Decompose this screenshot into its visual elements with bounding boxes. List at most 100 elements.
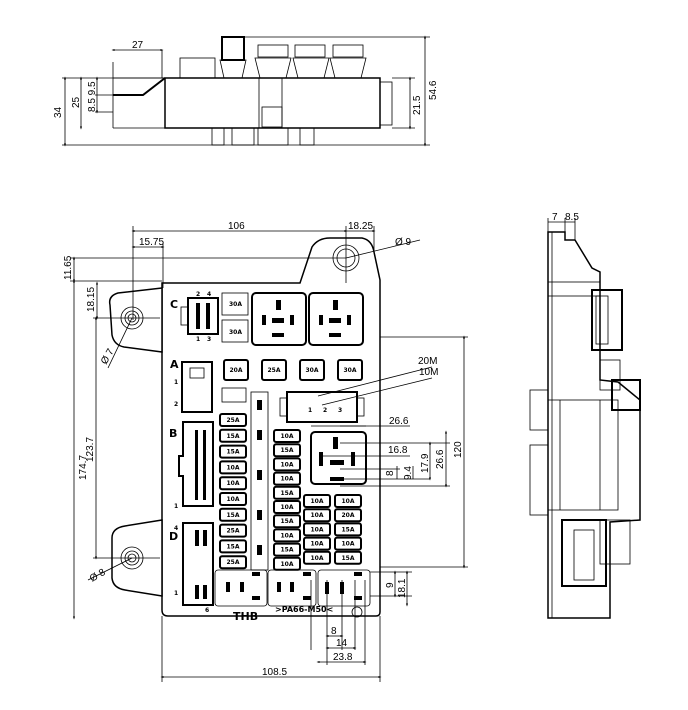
main-relay — [310, 431, 367, 485]
dim-8-5-side: 8.5 — [565, 212, 579, 223]
fuse-c2-r5: 15A — [273, 485, 301, 500]
dim-8-5-9-5: 8.5 9.5 — [87, 81, 98, 112]
fuse-c1-r7-body — [219, 507, 247, 522]
fuse-c2-r3-body — [273, 457, 301, 472]
top-body — [164, 77, 381, 129]
dim-18-15: 18.15 — [86, 287, 97, 312]
dim-25: 25 — [71, 96, 82, 108]
dim-18-1: 18.1 — [397, 578, 408, 598]
dim-10m: 10M — [419, 367, 438, 378]
pin-d6: 6 — [205, 607, 209, 614]
dim-phi-8: Ø 8 — [88, 567, 108, 585]
fuse-c4-r5: 15A — [334, 550, 362, 565]
dim-14: 14 — [336, 638, 348, 649]
fuse-relay-2-label: 30A — [229, 329, 242, 336]
fuse-top-2-label: 25A — [268, 367, 281, 374]
bottom-relay-2 — [267, 569, 317, 607]
fuse-c3-r1-body — [303, 494, 331, 508]
dim-9: 9 — [385, 582, 396, 588]
fuse-c1-r6-label: 10A — [227, 496, 240, 503]
fuse-c1-r10-body — [219, 555, 247, 570]
dim-phi-9: Ø 9 — [395, 237, 412, 248]
relay-1 — [251, 292, 307, 346]
fuse-c3-r5: 10A — [303, 550, 331, 565]
dim-26-6-h: 26.6 — [389, 416, 409, 427]
fuse-c1-r6: 10A — [219, 492, 247, 506]
connector-a — [181, 361, 213, 413]
top-view: 27 34 25 8.5 9.5 21.5 54.6 — [53, 35, 439, 147]
fuse-top-4-body — [337, 359, 363, 381]
fuse-c3-r2-body — [303, 508, 331, 523]
fuse-c3-r1: 10A — [303, 494, 331, 508]
fuse-c4-r4: 10A — [334, 536, 362, 551]
fuse-c1-r8-label: 25A — [227, 528, 240, 535]
fuse-top-3: 30A — [299, 359, 325, 381]
pin-r2: 2 — [323, 407, 327, 414]
fuse-c1-r10-label: 25A — [227, 559, 240, 566]
fuse-c4-r3: 15A — [334, 522, 362, 537]
fuse-c4-r4-body — [334, 536, 362, 551]
connector-b — [178, 421, 214, 507]
fuse-c2-r5-body — [273, 485, 301, 500]
fuse-top-1-label: 20A — [230, 367, 243, 374]
fuse-c2-r9: 15A — [273, 542, 301, 557]
fuse-top-3-body — [299, 359, 325, 381]
connector-c-label: C — [170, 298, 178, 311]
fuse-c2-r8-label: 10A — [281, 532, 294, 539]
fuse-c2-r2: 15A — [273, 443, 301, 458]
dim-20m: 20M — [418, 356, 437, 367]
fuse-top-4: 30A — [337, 359, 363, 381]
dim-8-relay: 8 — [385, 470, 396, 476]
fuse-c1-r9: 15A — [219, 539, 247, 554]
fuse-c1-r1-label: 25A — [227, 417, 240, 424]
fuse-c1-r4-label: 10A — [227, 464, 240, 471]
fuse-c3-r3-label: 10A — [311, 526, 324, 533]
fuse-c2-r7-body — [273, 514, 301, 529]
fuse-c3-r3: 10A — [303, 522, 331, 537]
side-view: 7 8.5 — [529, 212, 641, 619]
fuse-c1-r3: 15A — [219, 444, 247, 459]
pin-d1: 1 — [174, 590, 178, 597]
fuse-c1-r1-body — [219, 413, 247, 427]
fuse-c1-r2: 15A — [219, 428, 247, 443]
fuse-c3-r2: 10A — [303, 508, 331, 523]
fuse-c4-r1-body — [334, 494, 362, 508]
fuse-c2-r1-body — [273, 429, 301, 443]
pin-c2: 2 — [196, 291, 200, 298]
dim-120: 120 — [453, 441, 464, 458]
pin-c1: 1 — [196, 336, 200, 343]
dim-15-75: 15.75 — [139, 237, 164, 248]
fuse-c3-r4-body — [303, 536, 331, 551]
fuse-c4-r2-label: 20A — [342, 512, 355, 519]
fuse-c1-r7: 15A — [219, 507, 247, 522]
fuse-c3-r3-body — [303, 522, 331, 537]
dim-26-6-v: 26.6 — [435, 449, 446, 469]
pin-b1: 1 — [174, 503, 178, 510]
dim-27: 27 — [132, 40, 144, 51]
fuse-c2-r6-body — [273, 500, 301, 514]
fuse-c4-r3-body — [334, 522, 362, 537]
fuse-c2-r4: 10A — [273, 471, 301, 486]
fuse-c1-r10: 25A — [219, 555, 247, 570]
fuse-c1-r1: 25A — [219, 413, 247, 427]
fuse-c3-r4: 10A — [303, 536, 331, 551]
fuse-top-2-body — [261, 359, 287, 381]
dim-11-65: 11.65 — [63, 255, 74, 280]
connector-a-label: A — [170, 358, 179, 371]
fuse-top-1-body — [223, 359, 249, 381]
dim-123-7: 123.7 — [85, 437, 96, 462]
fuse-c1-r3-label: 15A — [227, 449, 240, 456]
dim-54-6: 54.6 — [428, 80, 439, 100]
fuse-relay-2 — [221, 319, 249, 343]
dim-7-side: 7 — [552, 212, 558, 223]
dim-23-8: 23.8 — [333, 652, 353, 663]
dim-108-5: 108.5 — [262, 667, 287, 678]
fuse-c2-r2-body — [273, 443, 301, 458]
fuse-c4-r5-body — [334, 550, 362, 565]
dim-34: 34 — [53, 106, 64, 118]
bottom-relay-1 — [214, 569, 268, 607]
dim-17-9: 17.9 — [420, 453, 431, 473]
fuse-c1-r9-body — [219, 539, 247, 554]
